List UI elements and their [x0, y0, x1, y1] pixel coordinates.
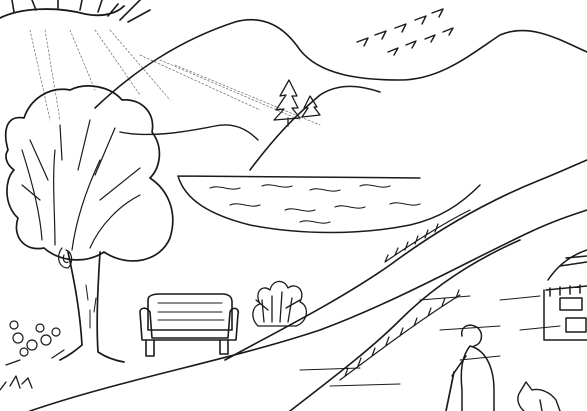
- pine-tree-2: [301, 95, 321, 118]
- mountain-back: [94, 18, 587, 109]
- hill-ridge: [224, 159, 587, 361]
- cane: [445, 371, 455, 411]
- person-body: [460, 345, 495, 411]
- sun-disk: [0, 5, 125, 19]
- lake-shore: [177, 175, 481, 234]
- tree-trunk: [59, 251, 125, 363]
- bench: [139, 293, 240, 357]
- foothill-line: [119, 124, 259, 141]
- dog: [517, 381, 561, 411]
- house-fence: [545, 284, 587, 297]
- flowers: [5, 320, 65, 366]
- person-head: [461, 324, 483, 347]
- tree-canopy: [4, 85, 174, 262]
- bush: [252, 280, 307, 327]
- birds: [356, 8, 454, 56]
- fence-upper: [384, 209, 471, 263]
- hills: [29, 159, 587, 411]
- mountain-front: [249, 85, 381, 171]
- sun-rays: [11, 0, 151, 23]
- sunbeams: [29, 29, 321, 126]
- large-tree: [4, 85, 174, 363]
- fence-lower: [339, 289, 461, 381]
- house-window: [559, 297, 587, 333]
- house-wall: [543, 289, 587, 341]
- sun: [0, 0, 151, 23]
- house-roof: [547, 249, 587, 281]
- house: [543, 249, 587, 341]
- tree-bark: [85, 284, 97, 329]
- bench-legs: [145, 339, 229, 357]
- elderly-person-with-cane: [445, 324, 495, 411]
- lake-ripples: [209, 184, 421, 224]
- mountains: [94, 18, 587, 171]
- tree-branches: [21, 119, 141, 251]
- pine-trees: [273, 79, 321, 127]
- path-right-edge: [289, 239, 521, 411]
- bench-back: [147, 293, 233, 331]
- path-left-edge: [29, 209, 587, 411]
- bench-seat: [139, 307, 240, 341]
- pine-tree-1: [273, 79, 301, 127]
- bench-slats: [157, 302, 225, 321]
- grass-tuft: [0, 375, 33, 391]
- tree-knot: [58, 247, 73, 269]
- lake: [177, 175, 481, 234]
